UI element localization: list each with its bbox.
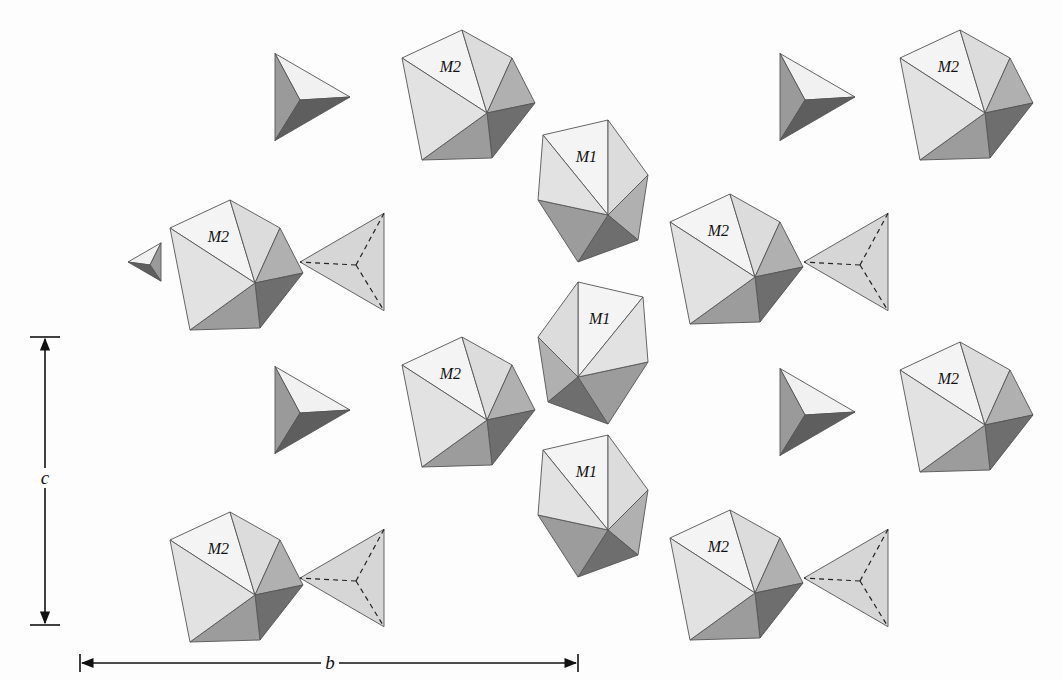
- site-label: M1: [576, 464, 597, 480]
- site-label: M2: [208, 229, 229, 245]
- tetrahedron: [780, 54, 855, 141]
- tetrahedra: [128, 54, 888, 627]
- octahedron: M2: [387, 18, 547, 178]
- octahedron-face: [402, 365, 487, 467]
- site-label: M2: [938, 59, 959, 75]
- tetrahedron: [275, 367, 350, 454]
- octahedron-outline: [155, 500, 315, 660]
- octahedron-face: [538, 135, 608, 215]
- octahedron-face: [255, 273, 303, 328]
- tetrahedron: [300, 529, 384, 626]
- octahedron-outline: [655, 182, 815, 342]
- octahedron-outline: [387, 18, 547, 178]
- site-label: M1: [589, 311, 610, 327]
- octahedron-face: [538, 450, 608, 530]
- tetrahedron: [804, 529, 888, 626]
- octahedron-face: [755, 583, 803, 638]
- octahedron-outline: [513, 272, 673, 432]
- octahedron-face: [578, 297, 648, 377]
- octahedron: M2: [885, 330, 1045, 490]
- octahedron: M1: [513, 110, 673, 270]
- tetrahedron: [804, 213, 888, 310]
- axis-label: c: [37, 468, 53, 489]
- octahedron: M1: [513, 425, 673, 585]
- site-label: M2: [708, 223, 729, 239]
- octahedron: M2: [885, 18, 1045, 178]
- c-dimension: [30, 337, 60, 625]
- site-label: M2: [208, 541, 229, 557]
- octahedron-outline: [655, 498, 815, 658]
- octahedron-face: [900, 370, 985, 472]
- octahedron-face: [402, 58, 487, 160]
- octahedron-outline: [513, 110, 673, 270]
- octahedron-face: [170, 540, 255, 642]
- site-label: M1: [576, 149, 597, 165]
- octahedron-face: [900, 58, 985, 160]
- octahedron-face: [487, 103, 535, 158]
- octahedron: M2: [155, 188, 315, 348]
- octahedron-outline: [513, 425, 673, 585]
- octahedron-face: [670, 538, 755, 640]
- tetrahedron: [780, 369, 855, 456]
- tetrahedron: [275, 54, 350, 141]
- tetrahedron: [128, 243, 161, 281]
- octahedron-face: [170, 228, 255, 330]
- octahedron-outline: [155, 188, 315, 348]
- octahedron-face: [985, 415, 1033, 470]
- site-label: M2: [708, 539, 729, 555]
- octahedron-face: [985, 103, 1033, 158]
- site-label: M2: [440, 366, 461, 382]
- octahedron: M2: [387, 325, 547, 485]
- octahedron-outline: [885, 18, 1045, 178]
- tetrahedron: [300, 213, 384, 310]
- octahedron-face: [670, 222, 755, 324]
- site-label: M2: [938, 371, 959, 387]
- octahedron: M2: [155, 500, 315, 660]
- octahedron: M1: [513, 272, 673, 432]
- octahedron-face: [255, 585, 303, 640]
- octahedron-face: [755, 267, 803, 322]
- octahedron-face: [487, 410, 535, 465]
- octahedron: M2: [655, 498, 815, 658]
- octahedron-outline: [885, 330, 1045, 490]
- axis-label: b: [321, 653, 339, 674]
- octahedron-outline: [387, 325, 547, 485]
- site-label: M2: [440, 59, 461, 75]
- octahedron: M2: [655, 182, 815, 342]
